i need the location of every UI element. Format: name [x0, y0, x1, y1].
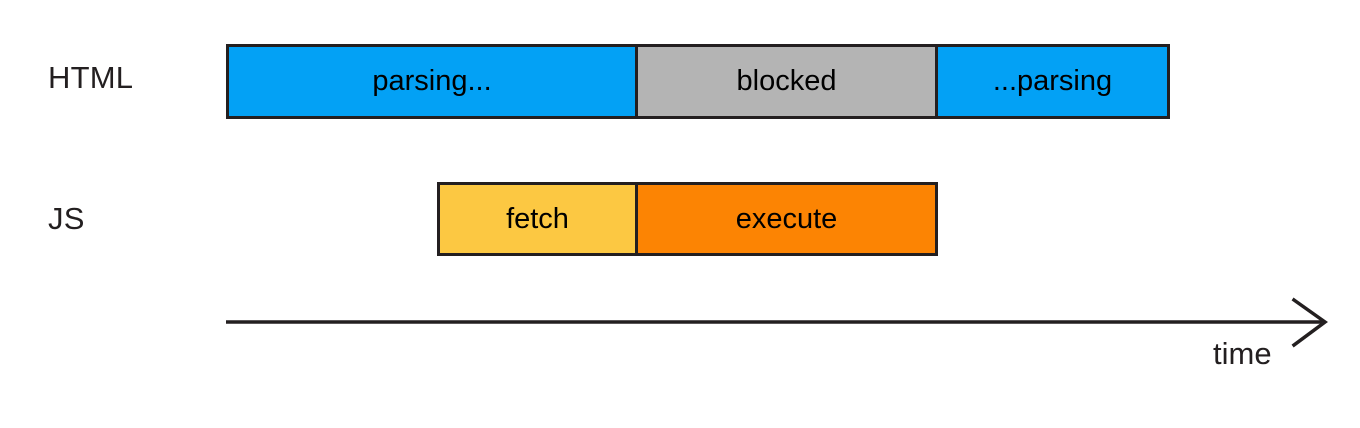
time-axis [226, 296, 1336, 352]
row-label-html: HTML [48, 60, 134, 95]
segment-label: fetch [506, 202, 569, 235]
timeline-track-js: fetch execute [437, 182, 938, 256]
segment-execute: execute [635, 182, 938, 256]
timeline-track-html: parsing... blocked ...parsing [226, 44, 1170, 119]
segment-parsing-start: parsing... [226, 44, 638, 119]
row-label-js: JS [48, 201, 85, 236]
segment-label: execute [735, 202, 838, 235]
time-axis-label: time [1213, 336, 1272, 371]
segment-label: parsing... [372, 65, 492, 97]
segment-label: blocked [736, 65, 837, 97]
segment-parsing-resume: ...parsing [935, 44, 1170, 119]
segment-fetch: fetch [437, 182, 638, 256]
segment-label: ...parsing [992, 65, 1113, 97]
arrow-right-icon [226, 297, 1328, 348]
segment-blocked: blocked [635, 44, 938, 119]
